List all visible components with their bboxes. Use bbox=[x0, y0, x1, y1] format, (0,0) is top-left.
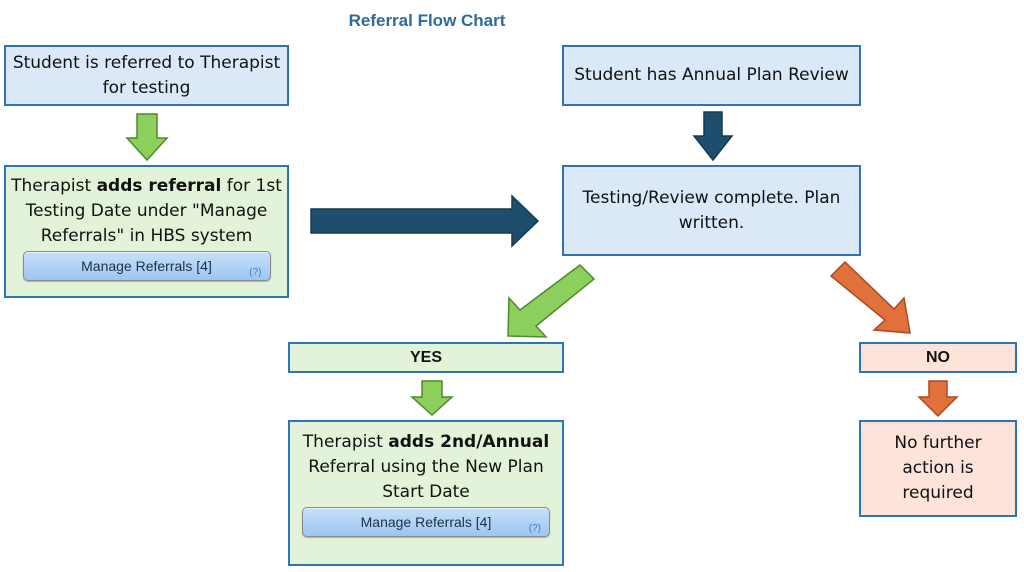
referred-line2: for testing bbox=[102, 77, 191, 98]
no-label-box: NO bbox=[859, 342, 1017, 373]
add-annual-line1: Therapist adds 2nd/Annual bbox=[303, 430, 549, 455]
help-icon[interactable]: (?) bbox=[528, 523, 541, 534]
manage-referrals-button[interactable]: Manage Referrals [4] (?) bbox=[22, 251, 271, 281]
add-referral-line1: Therapist adds referral for 1st bbox=[11, 174, 282, 199]
review-complete-box: Testing/Review complete. Plan written. bbox=[562, 165, 861, 256]
no-label: NO bbox=[926, 348, 950, 366]
manage-referrals-label-2: Manage Referrals [4] bbox=[360, 513, 492, 530]
no-action-line3: required bbox=[902, 483, 974, 503]
add-referral-bold: adds referral bbox=[96, 176, 222, 196]
orange-down-arrow bbox=[917, 380, 959, 418]
referred-box: Student is referred to Therapist for tes… bbox=[4, 45, 289, 106]
add-referral-post: for 1st bbox=[221, 176, 282, 196]
add-referral-pre: Therapist bbox=[11, 176, 97, 196]
green-diagonal-arrow bbox=[507, 264, 596, 338]
annual-review-text: Student has Annual Plan Review bbox=[574, 65, 849, 85]
add-referral-box: Therapist adds referral for 1st Testing … bbox=[4, 165, 289, 298]
add-referral-line2: Testing Date under "Manage bbox=[25, 201, 268, 221]
manage-referrals-button-2[interactable]: Manage Referrals [4] (?) bbox=[302, 507, 550, 537]
referred-line1: Student is referred to Therapist bbox=[12, 52, 281, 73]
add-annual-referral-box: Therapist adds 2nd/Annual Referral using… bbox=[288, 420, 564, 566]
yes-label: YES bbox=[409, 348, 442, 366]
no-action-line1: No further bbox=[894, 433, 982, 453]
orange-diagonal-arrow bbox=[829, 260, 911, 334]
review-complete-line2: written. bbox=[678, 212, 745, 233]
annual-review-box: Student has Annual Plan Review bbox=[562, 45, 861, 106]
add-annual-pre: Therapist bbox=[302, 432, 389, 452]
help-icon[interactable]: (?) bbox=[249, 267, 262, 278]
add-annual-line3: Start Date bbox=[382, 482, 470, 502]
navy-right-arrow bbox=[310, 194, 540, 248]
add-annual-bold: adds 2nd/Annual bbox=[388, 432, 550, 452]
yes-label-box: YES bbox=[288, 342, 564, 373]
green-down-arrow-2 bbox=[410, 380, 454, 417]
add-annual-line2: Referral using the New Plan bbox=[308, 457, 544, 477]
navy-down-arrow bbox=[692, 111, 734, 162]
diagram-title: Referral Flow Chart bbox=[348, 11, 506, 30]
manage-referrals-label: Manage Referrals [4] bbox=[81, 257, 212, 274]
add-referral-line3: Referrals" in HBS system bbox=[40, 226, 253, 246]
no-action-line2: action is bbox=[902, 458, 974, 478]
review-complete-line1: Testing/Review complete. Plan bbox=[582, 187, 841, 208]
no-action-box: No further action is required bbox=[859, 420, 1017, 517]
green-down-arrow-1 bbox=[125, 113, 169, 162]
